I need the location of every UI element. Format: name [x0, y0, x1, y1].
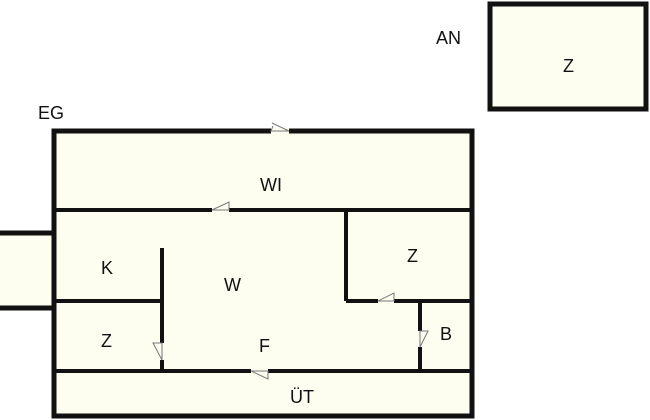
- outer-wall: [51, 128, 475, 419]
- attic-room-fill: [490, 4, 646, 109]
- room-label-living: W: [224, 275, 241, 295]
- attic-floor: [487, 1, 649, 112]
- room-label-bath: B: [440, 324, 452, 344]
- floor-label-ground: EG: [38, 103, 64, 123]
- room-label-room-left: Z: [101, 331, 112, 351]
- room-label-hallway: WI: [260, 175, 282, 195]
- door-z-right: [377, 292, 395, 302]
- room-label-kitchen: K: [101, 258, 113, 278]
- door-wi: [211, 201, 230, 211]
- room-label-attic: Z: [563, 56, 574, 76]
- door-swing-top: [271, 122, 290, 132]
- door-top: [270, 125, 289, 132]
- ground-floor: [0, 122, 475, 419]
- entrance-annex-fill: [0, 233, 54, 308]
- attic-room-wall: [487, 1, 649, 112]
- door-b: [419, 330, 429, 348]
- room-label-bottom: ÜT: [290, 387, 314, 407]
- interior-walls: [54, 208, 472, 373]
- room-label-hall: F: [259, 336, 270, 356]
- door-ut: [250, 370, 269, 380]
- annex-walls: [0, 230, 57, 311]
- floor-label-attic: AN: [436, 28, 461, 48]
- door-z-left: [152, 342, 163, 361]
- doors: [152, 122, 429, 380]
- room-label-room-right: Z: [407, 246, 418, 266]
